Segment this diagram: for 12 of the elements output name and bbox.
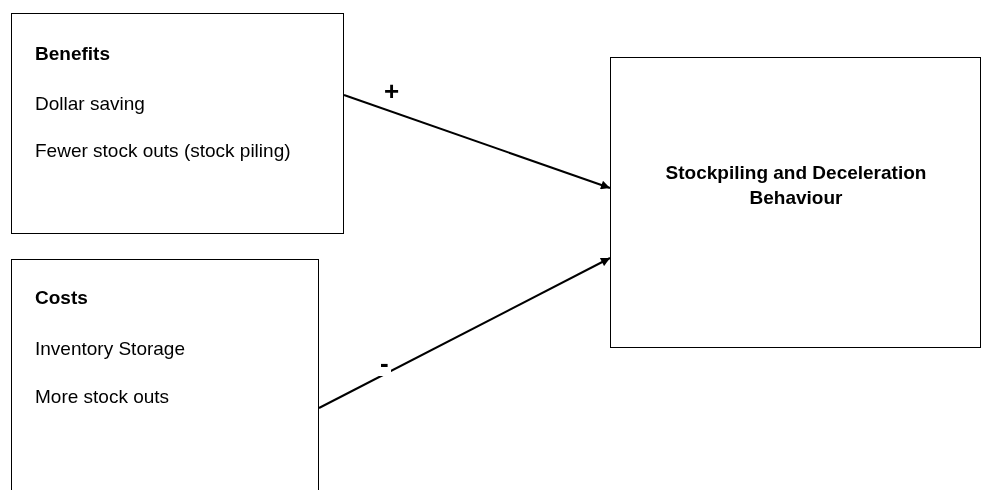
text-box xyxy=(610,57,981,348)
box-heading: Benefits xyxy=(35,42,111,66)
box-text: Inventory Storage xyxy=(35,337,186,361)
box-heading: Stockpiling and Deceleration Behaviour xyxy=(664,161,928,210)
text-box xyxy=(11,259,319,490)
box-text: Dollar saving xyxy=(35,92,146,116)
arrow xyxy=(343,94,611,190)
text-box xyxy=(11,13,344,234)
box-heading: Costs xyxy=(35,286,89,310)
box-text: More stock outs xyxy=(35,385,171,409)
box-text: Fewer stock outs (stock piling) xyxy=(35,139,292,163)
arrow xyxy=(318,257,611,409)
